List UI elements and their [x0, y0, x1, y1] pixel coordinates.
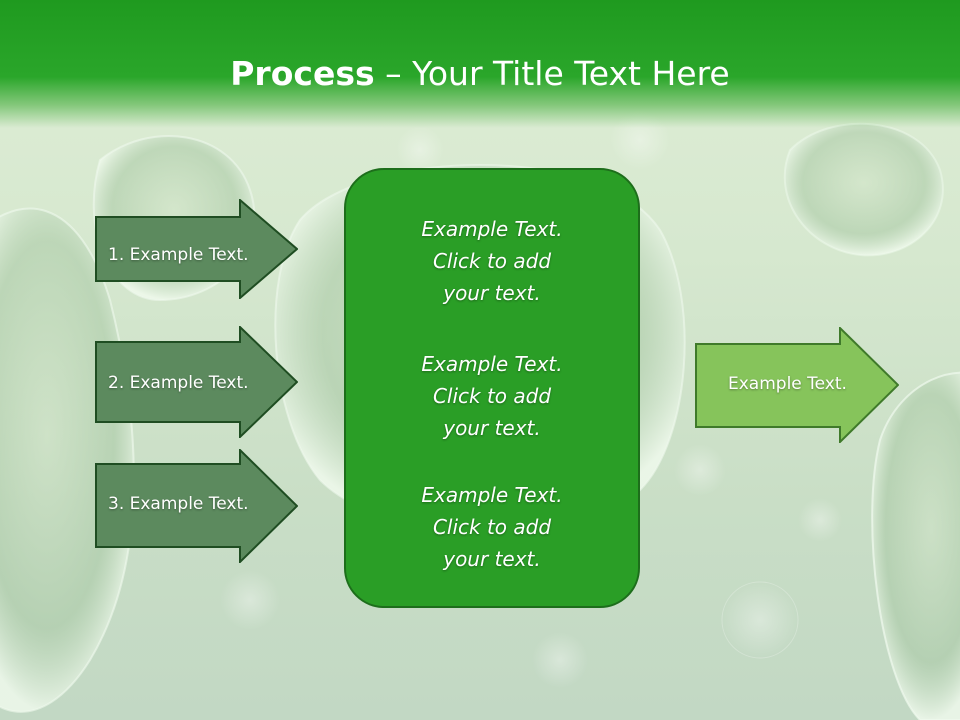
center-text-line: Click to add — [432, 384, 552, 408]
slide-title[interactable]: Process – Your Title Text Here — [0, 52, 960, 96]
arrow-shape-icon — [95, 326, 298, 438]
left-arrow-2-label: 2. Example Text. — [108, 373, 249, 393]
center-text-block-1[interactable]: Example Text. Click to add your text. — [346, 213, 638, 309]
left-arrow-1-label: 1. Example Text. — [108, 245, 249, 265]
center-text-line: Click to add — [432, 249, 552, 273]
center-text-line: Example Text. — [421, 352, 563, 376]
center-text-line: Example Text. — [421, 483, 563, 507]
center-text-line: Click to add — [432, 515, 552, 539]
center-text-line: your text. — [443, 547, 541, 571]
arrow-shape-icon — [95, 199, 298, 299]
right-arrow[interactable]: Example Text. — [695, 327, 899, 443]
title-bar — [0, 0, 960, 128]
arrow-shape-icon — [95, 449, 298, 563]
center-text-line: your text. — [443, 416, 541, 440]
title-bold-text: Process — [230, 54, 375, 93]
left-arrow-3[interactable]: 3. Example Text. — [95, 449, 298, 563]
left-arrow-2[interactable]: 2. Example Text. — [95, 326, 298, 438]
arrow-shape-icon — [695, 327, 899, 443]
left-arrow-3-label: 3. Example Text. — [108, 494, 249, 514]
right-arrow-label: Example Text. — [728, 374, 847, 394]
left-arrow-1[interactable]: 1. Example Text. — [95, 199, 298, 299]
center-text-line: your text. — [443, 281, 541, 305]
title-rest-text: – Your Title Text Here — [374, 54, 730, 93]
center-text-line: Example Text. — [421, 217, 563, 241]
center-text-block-2[interactable]: Example Text. Click to add your text. — [346, 348, 638, 444]
center-text-block-3[interactable]: Example Text. Click to add your text. — [346, 479, 638, 575]
center-content-box[interactable]: Example Text. Click to add your text. Ex… — [344, 168, 640, 608]
